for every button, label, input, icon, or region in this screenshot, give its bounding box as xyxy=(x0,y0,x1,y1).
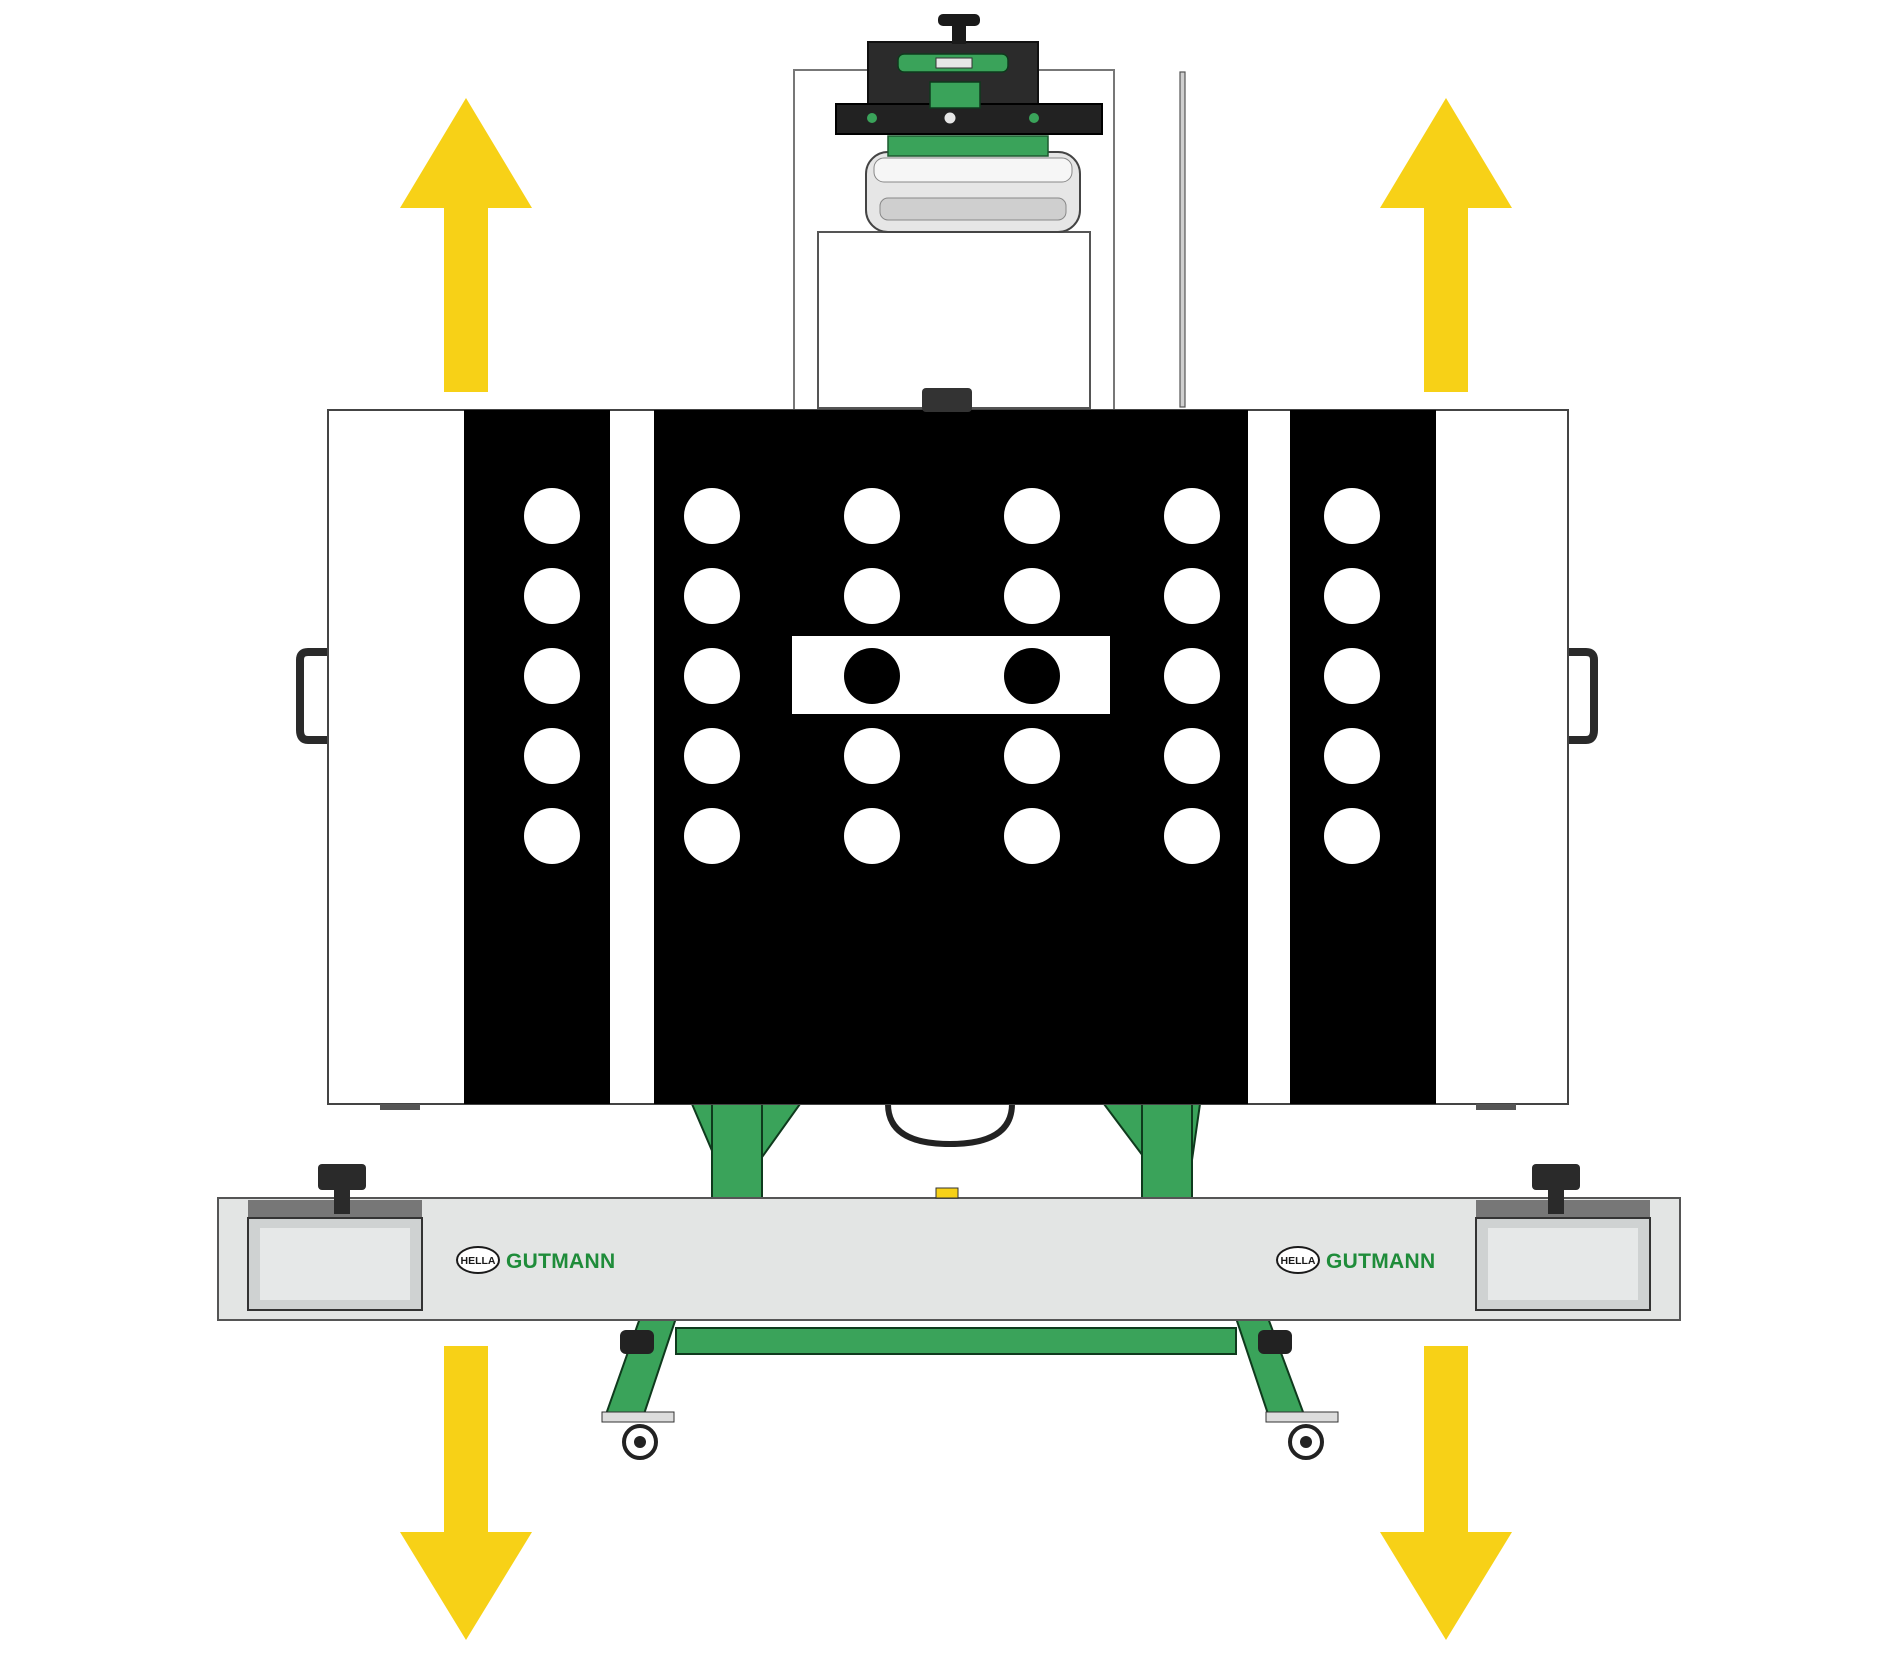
calibration-target-board xyxy=(296,388,1598,1110)
target-dot xyxy=(1324,808,1380,864)
target-dot xyxy=(844,568,900,624)
target-dot xyxy=(844,728,900,784)
arrow-bottom-right xyxy=(1380,1346,1512,1640)
target-dot xyxy=(1324,728,1380,784)
target-dot xyxy=(1164,568,1220,624)
arrow-top-right xyxy=(1380,98,1512,392)
target-dot xyxy=(1164,648,1220,704)
brand-logo-left: HELLA GUTMANN xyxy=(456,1246,615,1274)
hella-text-right: HELLA xyxy=(1281,1255,1316,1267)
target-window-dot xyxy=(1004,648,1060,704)
target-dot xyxy=(684,648,740,704)
target-dot xyxy=(684,808,740,864)
gutmann-text-left: GUTMANN xyxy=(506,1250,615,1273)
target-dot xyxy=(524,728,580,784)
target-dot xyxy=(684,568,740,624)
target-dot xyxy=(524,808,580,864)
target-dot xyxy=(1164,808,1220,864)
target-dot xyxy=(844,808,900,864)
target-dot xyxy=(1004,488,1060,544)
mirror-left xyxy=(247,1200,423,1311)
target-dot xyxy=(524,648,580,704)
target-dot xyxy=(684,728,740,784)
target-dot xyxy=(1324,568,1380,624)
target-dot xyxy=(1004,728,1060,784)
target-dot xyxy=(1164,488,1220,544)
target-dot xyxy=(1164,728,1220,784)
target-dot xyxy=(1324,648,1380,704)
hella-text-left: HELLA xyxy=(461,1255,496,1267)
horizontal-beam: HELLA GUTMANN HELLA GUTMANN xyxy=(217,1164,1681,1321)
gutmann-text-right: GUTMANN xyxy=(1326,1250,1435,1273)
camera-mount xyxy=(793,14,1186,411)
target-dot xyxy=(1004,808,1060,864)
target-dot xyxy=(1004,568,1060,624)
target-dot xyxy=(524,488,580,544)
target-window-dot xyxy=(844,648,900,704)
target-dot xyxy=(524,568,580,624)
target-dot xyxy=(844,488,900,544)
target-dot-grid xyxy=(524,488,1380,864)
target-dot xyxy=(684,488,740,544)
arrow-bottom-left xyxy=(400,1346,532,1640)
caster-wheel-right xyxy=(1265,1411,1339,1460)
brand-logo-right: HELLA GUTMANN xyxy=(1276,1246,1435,1274)
arrow-top-left xyxy=(400,98,532,392)
mirror-right xyxy=(1475,1200,1651,1311)
target-dot xyxy=(1324,488,1380,544)
caster-wheel-left xyxy=(601,1411,675,1460)
stand-frame xyxy=(601,1103,1339,1460)
